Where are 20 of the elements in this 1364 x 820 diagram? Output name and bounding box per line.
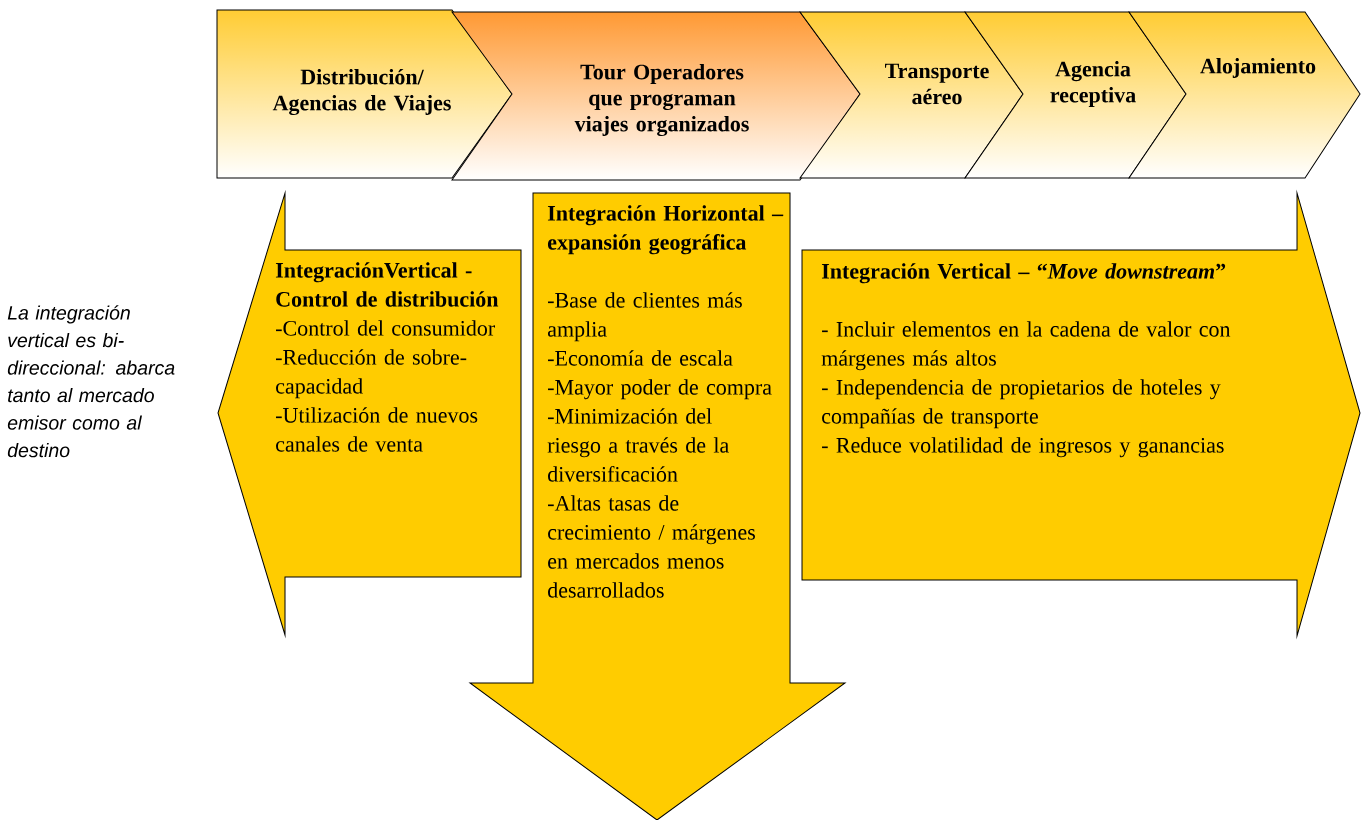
bullet-text: - Incluir elementos en la cadena de valor con márgenes más altos — [821, 321, 1231, 371]
bullet-text: -Mayor poder de compra — [548, 379, 772, 400]
heading: Integración Vertical – “Move downstream” — [821, 263, 1226, 284]
bullet-text: -Minimización del riesgo a través de la diversificación — [547, 408, 729, 482]
bullet-text: -Control del consumidor — [276, 320, 495, 336]
chevron-label: Alojamiento — [1200, 58, 1316, 78]
bullet-text: -Base de clientes más amplia — [548, 292, 742, 342]
note-text: La integración vertical es bi-direccional: abarca tanto al mercado emisor como al destino — [7, 305, 175, 458]
chevron-label: Transporte aéreo — [885, 63, 989, 105]
bullet-text: -Economía de escala — [548, 350, 733, 366]
chevron-label: Distribución/ Agencias de Viajes — [272, 68, 451, 116]
chevron-label: Agencia receptiva — [1050, 61, 1136, 107]
bullet-text: - Reduce volatilidad de ingresos y ganancias — [822, 437, 1224, 458]
bullet-text: -Utilización de nuevos canales de venta — [276, 407, 478, 452]
chevron-label: Tour Operadores que programan viajes organizados — [574, 63, 749, 137]
heading: Integración Horizontal – expansión geográfica — [547, 205, 784, 255]
bullet-text: -Reducción de sobre-capacidad — [276, 349, 467, 399]
bullet-text: -Altas tasas de crecimiento / márgenes en mercados menos desarrollados — [548, 495, 755, 598]
heading: IntegraciónVertical - Control de distribución — [275, 262, 499, 307]
bullet-text: - Independencia de propietarios de hoteles y compañías de transporte — [822, 379, 1221, 429]
